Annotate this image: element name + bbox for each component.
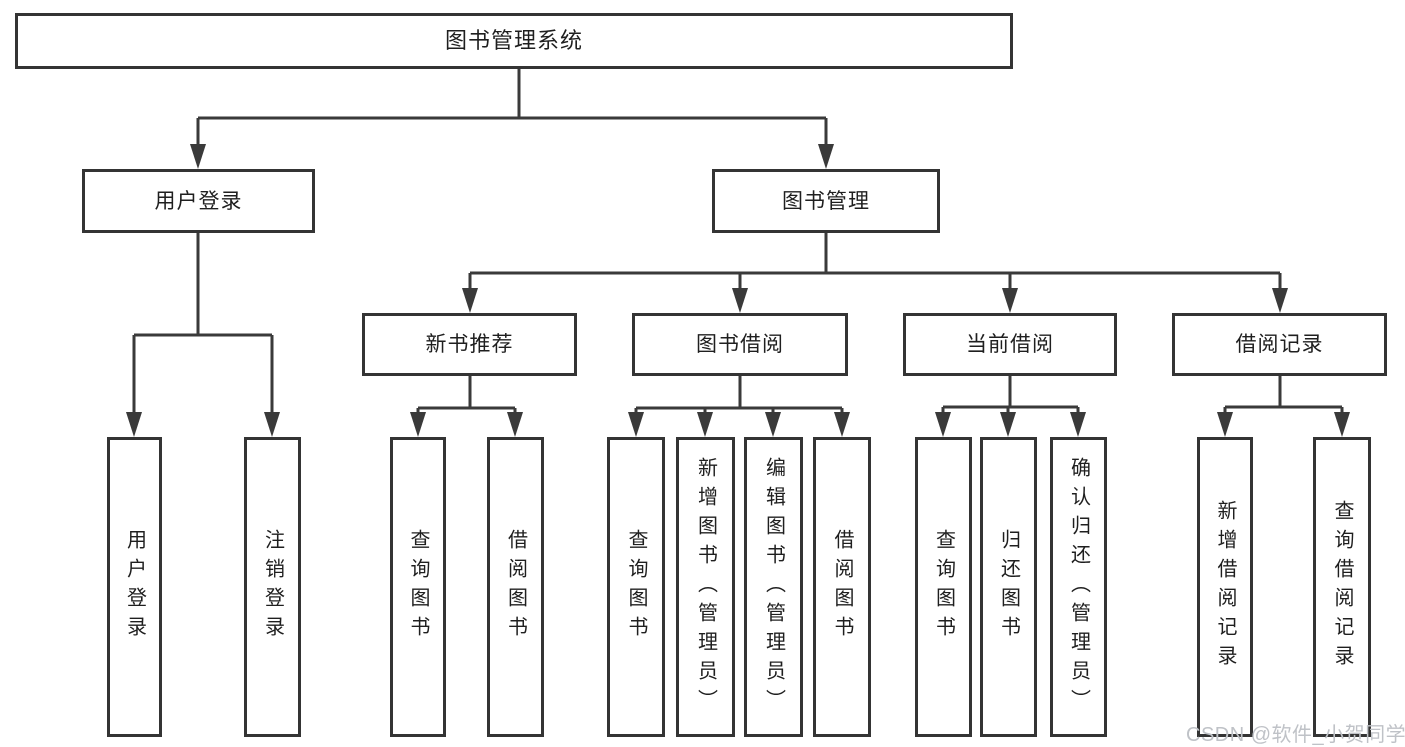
arrowhead-icon xyxy=(1217,412,1233,437)
diagram-node-borrowing-records: 借阅记录 xyxy=(1172,313,1387,376)
arrowhead-icon xyxy=(190,144,206,169)
diagram-node-leaf-borrow-book-2: 借阅图书 xyxy=(813,437,871,737)
diagram-node-root: 图书管理系统 xyxy=(15,13,1013,69)
connector-current-borrowing xyxy=(941,376,1080,418)
diagram-node-leaf-add-book: 新增图书（管理员） xyxy=(676,437,735,737)
diagram-node-leaf-query-book-2: 查询图书 xyxy=(607,437,665,737)
diagram-node-new-book-recommend: 新书推荐 xyxy=(362,313,577,376)
arrowhead-icon xyxy=(507,412,523,437)
arrowhead-icon xyxy=(410,412,426,437)
diagram-node-leaf-edit-book: 编辑图书（管理员） xyxy=(744,437,803,737)
connector-book-borrowing xyxy=(634,376,844,418)
arrowhead-icon xyxy=(126,412,142,437)
diagram-node-leaf-query-book-3: 查询图书 xyxy=(915,437,972,737)
arrowhead-icon xyxy=(1272,288,1288,313)
arrowhead-icon xyxy=(1070,412,1086,437)
diagram-node-leaf-add-record: 新增借阅记录 xyxy=(1197,437,1253,737)
arrowhead-icon xyxy=(1000,412,1016,437)
connector-new-book-recommend xyxy=(416,376,517,418)
arrowhead-icon xyxy=(628,412,644,437)
arrowhead-icon xyxy=(765,412,781,437)
diagram-node-leaf-confirm-return: 确认归还（管理员） xyxy=(1050,437,1107,737)
diagram-node-current-borrowing: 当前借阅 xyxy=(903,313,1117,376)
arrowhead-icon xyxy=(935,412,951,437)
connector-borrowing-records xyxy=(1223,376,1344,418)
diagram-node-leaf-logout: 注销登录 xyxy=(244,437,301,737)
watermark: CSDN @软件_小贺同学 xyxy=(1186,724,1405,746)
arrowhead-icon xyxy=(264,412,280,437)
diagram-node-book-borrowing: 图书借阅 xyxy=(632,313,848,376)
arrowhead-icon xyxy=(818,144,834,169)
diagram-node-book-management: 图书管理 xyxy=(712,169,940,233)
diagram-node-leaf-return-book: 归还图书 xyxy=(980,437,1037,737)
diagram-node-leaf-borrow-book-1: 借阅图书 xyxy=(487,437,544,737)
arrowhead-icon xyxy=(1334,412,1350,437)
arrowhead-icon xyxy=(732,288,748,313)
connector-user-login xyxy=(132,233,274,418)
diagram-node-leaf-query-record: 查询借阅记录 xyxy=(1313,437,1371,737)
arrowhead-icon xyxy=(462,288,478,313)
connector-book-management xyxy=(468,233,1282,294)
diagram-node-leaf-user-login: 用户登录 xyxy=(107,437,162,737)
connector-root xyxy=(196,69,828,150)
arrowhead-icon xyxy=(697,412,713,437)
arrowhead-icon xyxy=(834,412,850,437)
arrowhead-icon xyxy=(1002,288,1018,313)
diagram-node-leaf-query-book-1: 查询图书 xyxy=(390,437,446,737)
diagram-node-user-login: 用户登录 xyxy=(82,169,315,233)
